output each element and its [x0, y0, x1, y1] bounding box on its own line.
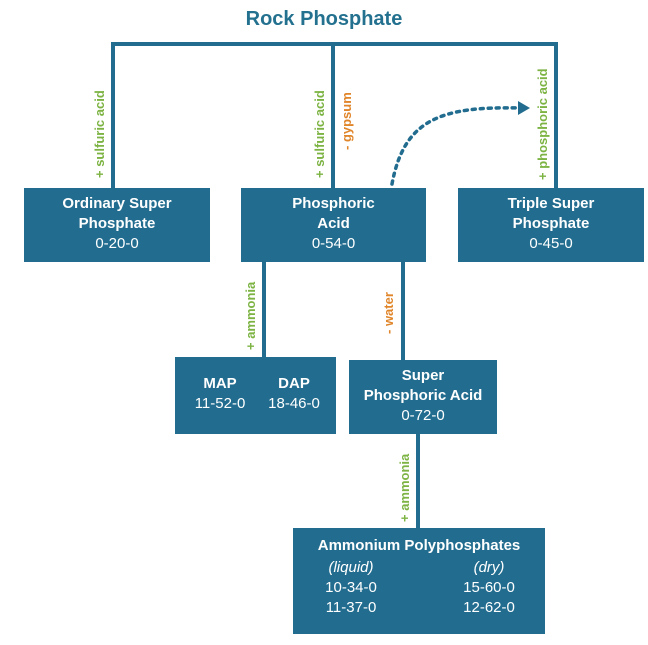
box-ammonium-polyphosphates: Ammonium Polyphosphates (liquid) 10-34-0… [293, 528, 545, 634]
label-minus-water: - water [381, 292, 396, 334]
label-plus-ammonia-lower: + ammonia [397, 453, 412, 522]
box-super-phosphoric-acid: Super Phosphoric Acid 0-72-0 [349, 360, 497, 434]
box-grade: 0-54-0 [311, 235, 356, 252]
box-ordinary-super-phosphate: Ordinary Super Phosphate 0-20-0 [24, 188, 210, 262]
label-plus-phosphoric-acid: + phosphoric acid [535, 68, 550, 180]
box-name-line1: Phosphoric [292, 195, 375, 212]
map-name: MAP [203, 375, 237, 392]
box-phosphoric-acid: Phosphoric Acid 0-54-0 [241, 188, 426, 262]
liquid-grade-2: 11-37-0 [325, 599, 377, 616]
liquid-grade-1: 10-34-0 [325, 579, 377, 596]
box-name-line1: Ordinary Super [62, 195, 172, 212]
box-name-line2: Phosphate [512, 215, 590, 232]
label-plus-ammonia-upper: + ammonia [243, 281, 258, 350]
dry-column: (dry) 15-60-0 12-62-0 [447, 558, 531, 618]
box-name: Ammonium Polyphosphates [317, 537, 521, 554]
dry-label: (dry) [473, 559, 505, 576]
diagram-title: Rock Phosphate [245, 8, 403, 30]
dry-grade-2: 12-62-0 [463, 599, 515, 616]
box-name-line2: Phosphate [78, 215, 156, 232]
box-grade: 0-72-0 [401, 407, 445, 424]
label-minus-gypsum: - gypsum [339, 92, 354, 150]
arrowhead-icon [518, 101, 530, 115]
dap-name: DAP [278, 375, 310, 392]
box-grade: 0-20-0 [95, 235, 139, 252]
box-name-line1: Triple Super [507, 195, 595, 212]
map-grade: 11-52-0 [194, 395, 246, 412]
box-map-dap: MAP 11-52-0 DAP 18-46-0 [175, 357, 336, 434]
label-plus-sulfuric-acid-left: + sulfuric acid [92, 90, 107, 178]
box-triple-super-phosphate: Triple Super Phosphate 0-45-0 [458, 188, 644, 262]
box-grade: 0-45-0 [529, 235, 573, 252]
dotted-arrow-phosphoric-to-triple [390, 106, 522, 186]
box-name-line2: Acid [317, 215, 350, 232]
label-plus-sulfuric-acid-center: + sulfuric acid [312, 90, 327, 178]
liquid-label: (liquid) [328, 559, 374, 576]
box-name-line1: Super [401, 367, 445, 384]
liquid-column: (liquid) 10-34-0 11-37-0 [311, 558, 391, 618]
map-column: MAP 11-52-0 [189, 374, 251, 414]
box-name-line2: Phosphoric Acid [363, 387, 483, 404]
dry-grade-1: 15-60-0 [463, 579, 515, 596]
dap-grade: 18-46-0 [268, 395, 320, 412]
dap-column: DAP 18-46-0 [261, 374, 327, 414]
